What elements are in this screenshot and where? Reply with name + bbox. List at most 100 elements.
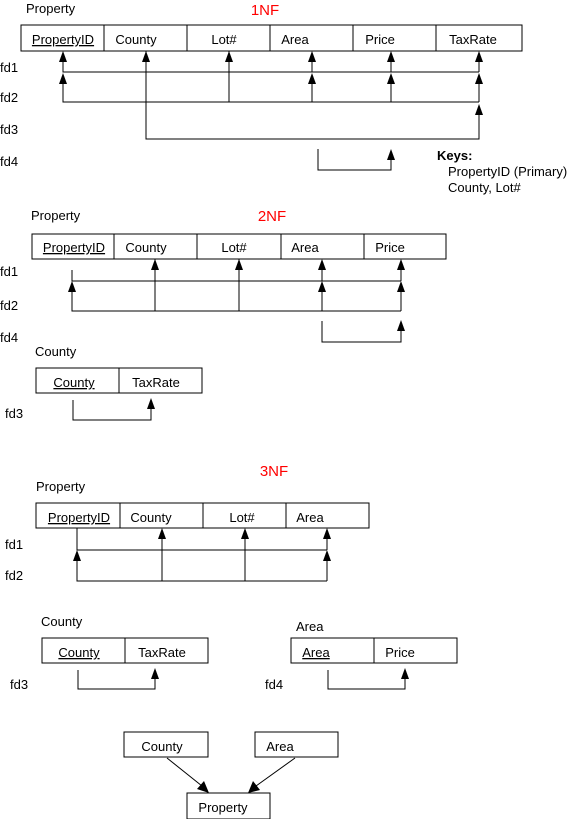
relationship-diagram: County Area Property [123, 731, 339, 819]
nf1-fd1-arrow-area [308, 51, 316, 62]
nf3-area-col-price: Price [385, 645, 415, 660]
nf1-cell-propertyid [20, 24, 105, 52]
nf3-fd3-label: fd3 [10, 677, 28, 692]
nf3-county-name: County [41, 614, 83, 629]
nf3-fd4-label: fd4 [265, 677, 283, 692]
nf2-fd3-connector [72, 398, 155, 421]
nf1-fd2-arrow-propertyid [59, 73, 67, 84]
nf2-county-col-county: County [53, 375, 95, 390]
nf3-section: 3NF Property PropertyID County Lot# Area… [5, 463, 458, 692]
nf1-col-price: Price [365, 32, 395, 47]
nf3-fd1-connector [76, 528, 331, 551]
rel-area-to-property-line [255, 757, 296, 787]
nf3-col-county: County [130, 510, 172, 525]
nf3-cell-lot [202, 502, 287, 529]
nf3-fd2-label: fd2 [5, 568, 23, 583]
nf1-col-taxrate: TaxRate [449, 32, 497, 47]
nf2-property-name: Property [31, 208, 81, 223]
nf1-keys-primary: PropertyID (Primary) [448, 164, 567, 179]
nf1-fd2-label: fd2 [0, 90, 18, 105]
nf3-cell-price [373, 637, 458, 664]
nf1-cell-taxrate [435, 24, 523, 52]
nf1-col-area: Area [281, 32, 309, 47]
nf2-cell-propertyid [31, 233, 115, 260]
nf2-fd4-label: fd4 [0, 330, 18, 345]
rel-county-label: County [141, 739, 183, 754]
nf3-cell-area-key [290, 637, 375, 664]
nf3-col-area: Area [296, 510, 324, 525]
rel-area-label: Area [266, 739, 294, 754]
nf1-fd2-arrow-price [387, 73, 395, 84]
nf2-fd2-connector [68, 259, 405, 312]
nf1-fd4-arrow-price [387, 149, 395, 160]
nf3-cell-county [119, 502, 204, 529]
nf1-fd2-connector [59, 51, 483, 103]
nf3-title: 3NF [260, 463, 288, 480]
nf1-fd3-connector [145, 102, 483, 140]
nf2-col-lot: Lot# [221, 240, 247, 255]
nf1-fd3-arrow-taxrate [475, 104, 483, 115]
nf2-county-table: County TaxRate [35, 367, 203, 394]
nf1-fd3-label: fd3 [0, 122, 18, 137]
nf3-property-name: Property [36, 479, 86, 494]
nf2-cell-price [363, 233, 447, 260]
nf1-fd4-connector [317, 149, 395, 171]
rel-county-arrowhead [197, 781, 209, 793]
nf2-fd2-label: fd2 [0, 298, 18, 313]
nf2-county-name: County [35, 344, 77, 359]
nf3-county-table: County TaxRate [41, 637, 209, 664]
nf3-cell-taxrate [124, 637, 209, 664]
nf2-cell-lot [196, 233, 282, 260]
nf2-title: 2NF [258, 208, 286, 225]
nf3-area-table: Area Price [290, 637, 458, 664]
nf3-cell-area [285, 502, 370, 529]
nf1-property-table: PropertyID County Lot# Area Price TaxRat… [20, 24, 523, 52]
nf3-col-lot: Lot# [229, 510, 255, 525]
nf2-col-area: Area [291, 240, 319, 255]
nf1-cell-price [352, 24, 437, 52]
rel-area-box [254, 731, 339, 758]
nf2-fd1-label: fd1 [0, 264, 18, 279]
nf1-col-lot: Lot# [211, 32, 237, 47]
nf2-cell-taxrate [118, 367, 203, 394]
nf1-cell-county [103, 24, 188, 52]
nf2-col-county: County [125, 240, 167, 255]
nf3-fd1-label: fd1 [5, 537, 23, 552]
nf3-col-propertyid: PropertyID [48, 510, 110, 525]
nf1-fd1-connector [59, 51, 483, 73]
rel-area-arrowhead [248, 781, 260, 793]
rel-county-to-property-line [166, 757, 203, 787]
nf1-fd1-arrow-price [387, 51, 395, 62]
nf1-fd2-arrow-area [308, 73, 316, 84]
nf3-area-name: Area [296, 619, 324, 634]
nf3-fd4-connector [327, 668, 409, 690]
nf3-fd2-connector [73, 550, 331, 582]
nf1-col-county: County [115, 32, 157, 47]
nf2-fd3-label: fd3 [5, 406, 23, 421]
nf3-county-col-taxrate: TaxRate [138, 645, 186, 660]
nf2-county-col-taxrate: TaxRate [132, 375, 180, 390]
nf3-county-col-county: County [58, 645, 100, 660]
nf3-fd3-connector [77, 668, 159, 690]
nf1-table-name: Property [26, 1, 76, 16]
nf1-fd1-arrow-propertyid [59, 51, 67, 62]
nf1-fd4-label: fd4 [0, 154, 18, 169]
rel-property-box [186, 792, 271, 819]
nf1-keys-candidate: County, Lot# [448, 180, 522, 195]
nf2-property-table: PropertyID County Lot# Area Price [31, 233, 447, 260]
nf1-title: 1NF [251, 2, 279, 19]
nf2-section: 2NF Property PropertyID County Lot# Area… [0, 208, 447, 421]
nf3-area-col-area: Area [302, 645, 330, 660]
nf1-fd1-arrow-taxrate [475, 51, 483, 62]
nf1-keys: Keys: PropertyID (Primary) County, Lot# [437, 148, 567, 195]
nf2-cell-area [280, 233, 365, 260]
nf3-cell-county-key [41, 637, 126, 664]
rel-property-label: Property [198, 800, 248, 815]
nf1-col-propertyid: PropertyID [32, 32, 94, 47]
nf1-section: 1NF Property PropertyID County Lot# Area… [0, 1, 567, 195]
nf3-property-table: PropertyID County Lot# Area [35, 502, 370, 529]
rel-county-box [123, 731, 209, 758]
nf2-col-price: Price [375, 240, 405, 255]
nf1-fd2-arrow-taxrate [475, 73, 483, 84]
